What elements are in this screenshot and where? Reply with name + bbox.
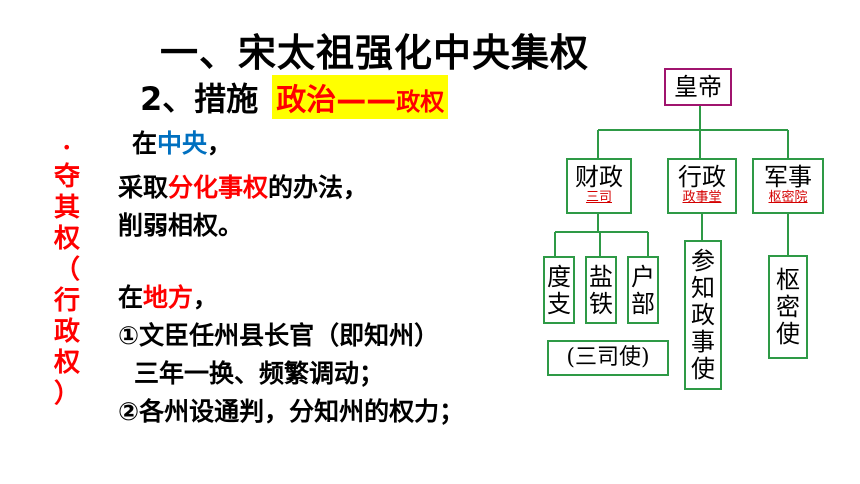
finance-box: 财政 三司	[566, 158, 632, 214]
section-subtitle: 2、措施政治——政权	[140, 74, 449, 120]
body-line-3: 削弱相权。	[118, 211, 244, 240]
vertical-char: （	[54, 255, 81, 285]
bullet-dot: •	[62, 138, 72, 157]
vertical-char: 夺	[54, 162, 81, 192]
body-line-4: 在地方，	[118, 278, 218, 314]
box-char: 使	[691, 355, 715, 383]
vertical-char: ）	[54, 379, 81, 409]
canzhi-box: 参 知 政 事 使	[684, 240, 722, 390]
highlight-local: 地方	[143, 283, 194, 312]
politics-tag: 政治——政权	[272, 75, 449, 119]
yantie-box: 盐 铁	[585, 256, 617, 324]
text: 采取	[118, 173, 169, 202]
box-char: 铁	[589, 290, 613, 318]
military-sub: 枢密院	[768, 190, 808, 205]
military-title: 军事	[764, 163, 812, 191]
box-char: 度	[547, 263, 571, 291]
vertical-char: 权	[54, 348, 81, 378]
vertical-char: 其	[54, 193, 81, 223]
politics-tag-main: 政治——	[276, 83, 397, 118]
box-char: 政	[691, 301, 715, 329]
vertical-char: 行	[54, 286, 81, 316]
vertical-char: 权	[54, 224, 81, 254]
emperor-box: 皇帝	[664, 68, 732, 106]
vertical-char: 政	[54, 317, 81, 347]
box-char: 使	[776, 320, 800, 348]
box-char: 户	[631, 263, 655, 291]
admin-sub: 政事堂	[682, 190, 722, 205]
body-line-6: 三年一换、频繁调动；	[134, 359, 385, 388]
vertical-label: 夺 其 权 （ 行 政 权 ）	[54, 162, 80, 410]
finance-title: 财政	[575, 163, 623, 191]
box-char: 部	[631, 290, 655, 318]
box-char: 参	[691, 247, 715, 275]
body-line-5: ①文臣任州县长官（即知州）	[118, 321, 440, 350]
sansishi-box: (三司使)	[547, 340, 669, 376]
text: 在	[132, 129, 158, 158]
body-line-7: ②各州设通判，分知州的权力；	[118, 397, 465, 426]
box-char: 密	[776, 293, 800, 321]
body-line-2: 采取分化事权的办法，	[118, 168, 368, 204]
box-char: 事	[691, 328, 715, 356]
highlight-central: 中央	[157, 129, 208, 158]
admin-title: 行政	[678, 163, 726, 191]
politics-tag-small: 政权	[396, 88, 445, 116]
text: 的办法，	[268, 173, 369, 202]
body-line-1: 在中央，	[132, 124, 232, 160]
text: ，	[207, 129, 233, 158]
text: ，	[193, 283, 219, 312]
page-title: 一、宋太祖强化中央集权	[160, 31, 590, 75]
duzhi-box: 度 支	[543, 256, 575, 324]
box-char: 枢	[776, 266, 800, 294]
finance-sub: 三司	[585, 190, 612, 205]
military-box: 军事 枢密院	[752, 158, 824, 214]
measures-label: 2、措施	[140, 80, 259, 118]
box-char: 支	[547, 290, 571, 318]
admin-box: 行政 政事堂	[667, 158, 737, 214]
box-char: 盐	[589, 263, 613, 291]
highlight-divide-power: 分化事权	[168, 173, 269, 202]
text: 在	[118, 283, 144, 312]
shumishi-box: 枢 密 使	[768, 255, 808, 359]
hubu-box: 户 部	[627, 256, 659, 324]
box-char: 知	[691, 274, 715, 302]
